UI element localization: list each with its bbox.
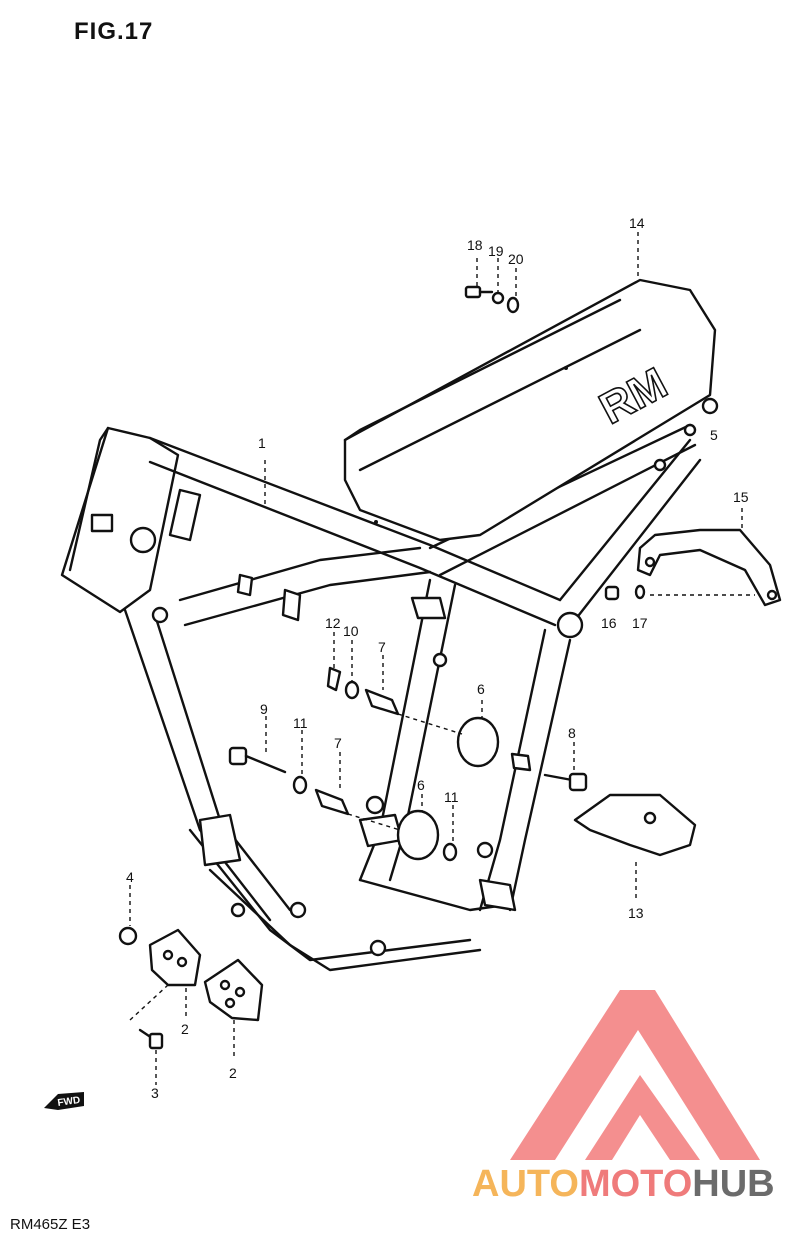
washer-part-10 (344, 680, 360, 700)
clip-part-12 (326, 666, 342, 692)
label-5: 5 (710, 427, 718, 443)
label-15: 15 (733, 489, 749, 505)
label-11b: 11 (444, 789, 459, 805)
washer-part-19 (491, 291, 505, 305)
plate-part-2a (148, 928, 202, 987)
frame-part-1 (60, 423, 702, 972)
washer-part-17 (634, 584, 646, 600)
label-1: 1 (258, 435, 266, 451)
forward-arrow-icon: FWD (44, 1092, 84, 1110)
label-16: 16 (601, 615, 617, 631)
washer-part-11a (292, 775, 308, 795)
guard-part-13 (573, 793, 697, 857)
nut-part-20 (506, 296, 520, 314)
label-20: 20 (508, 251, 524, 267)
label-6b: 6 (417, 777, 425, 793)
watermark-auto: AUTO (472, 1163, 579, 1205)
plate-part-2b (203, 958, 264, 1022)
part-labels: 1 2 2 3 4 5 6 6 7 7 8 9 10 11 11 12 13 1… (126, 215, 749, 1101)
washer-part-11b (442, 842, 458, 862)
label-18: 18 (467, 237, 483, 253)
collar-part-7b (314, 788, 350, 816)
bolt-part-9 (228, 746, 287, 774)
watermark-moto: MOTO (579, 1163, 692, 1205)
label-17: 17 (632, 615, 648, 631)
bushing-part-6b (396, 809, 440, 861)
label-2a: 2 (181, 1021, 189, 1037)
seat-part-14: RM (343, 278, 717, 542)
bolt-part-18 (464, 285, 494, 299)
watermark-hub: HUB (692, 1163, 774, 1205)
label-10: 10 (343, 623, 359, 639)
label-8: 8 (568, 725, 576, 741)
label-6a: 6 (477, 681, 485, 697)
cushion-part-5 (701, 397, 719, 415)
label-9: 9 (260, 701, 268, 717)
collar-part-7a (364, 688, 400, 716)
bolt-part-16 (604, 585, 620, 601)
leader-lines (129, 232, 755, 1085)
bolt-part-3 (138, 1028, 164, 1050)
label-11a: 11 (293, 715, 308, 731)
watermark-logo: AUTOMOTOHUB (472, 990, 775, 1205)
label-12: 12 (325, 615, 341, 631)
model-code: RM465Z E3 (10, 1216, 91, 1233)
spacer-8-collar (510, 752, 532, 772)
watermark-text: AUTOMOTOHUB (472, 1163, 775, 1205)
nut-part-4 (118, 926, 138, 946)
label-2b: 2 (229, 1065, 237, 1081)
label-3: 3 (151, 1085, 159, 1101)
bushing-part-6a (456, 716, 500, 768)
label-7a: 7 (378, 639, 386, 655)
bolt-part-8 (543, 772, 588, 792)
figure-title: FIG.17 (74, 18, 154, 45)
fwd-label: FWD (57, 1095, 81, 1109)
brace-part-15 (636, 528, 782, 607)
label-13: 13 (628, 905, 644, 921)
label-7b: 7 (334, 735, 342, 751)
label-14: 14 (629, 215, 645, 231)
label-4: 4 (126, 869, 134, 885)
label-19: 19 (488, 243, 504, 259)
